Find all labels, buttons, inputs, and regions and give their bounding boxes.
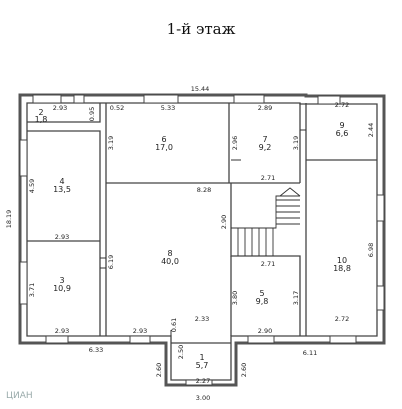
dim-r1-height-out-right: 2.60 [240,363,248,377]
dim-r6-width: 5.33 [161,104,175,112]
dim-r3-height: 3.71 [28,283,36,297]
dim-r4-width: 2.93 [55,233,69,241]
dim-r1-width: 2.27 [196,377,210,385]
dim-r1-height-out-left: 2.60 [155,363,163,377]
dim-r5-height-left: 3.80 [231,291,239,305]
room-labels: 2 1,8 4 13,5 3 10,9 6 17,0 7 9,2 9 6,6 8… [35,108,351,370]
dim-r3-width: 2.93 [55,327,69,335]
outer-walls [18,93,386,387]
windows [19,94,385,386]
dim-r2-stub: 0.52 [110,104,124,112]
room-3-number: 3 [59,276,64,285]
room-1-area: 5,7 [196,361,209,370]
staircase [231,187,301,256]
dim-r7-height-right: 3.19 [292,136,300,150]
room-5-number: 5 [259,289,264,298]
dim-r8-bottom: 2.93 [133,327,147,335]
room-7-number: 7 [262,135,267,144]
room-3-area: 10,9 [53,284,71,293]
dim-r8-stair: 2.90 [220,215,228,229]
dim-r2-width: 2.93 [53,104,67,112]
dim-overall-bottom-right: 6.11 [303,349,317,357]
dim-r1-bottom: 3.00 [196,394,210,402]
dim-r7-height-left: 2.96 [231,136,239,150]
room-1-number: 1 [199,353,204,362]
vertical-dimension-labels: 18.19 0.95 4.59 3.19 2.96 3.19 2.44 2.90… [5,107,375,377]
room-10-area: 18,8 [333,264,351,273]
room-8-area: 40,0 [161,257,179,266]
floor-title: 1-й этаж [166,20,236,38]
room-4-number: 4 [59,177,64,186]
dim-overall-bottom: 6.33 [89,346,103,354]
room-10-number: 10 [337,256,347,265]
room-6-number: 6 [161,135,166,144]
dim-r8-step: 0.61 [170,318,178,332]
dim-r10-width: 2.72 [335,315,349,323]
room-8-number: 8 [167,249,172,258]
dim-r6-height: 3.19 [107,136,115,150]
dim-r1-height-left: 2.50 [177,345,185,359]
dim-r5-height-right: 3.17 [292,291,300,305]
dim-r9-width: 2.72 [335,101,349,109]
dim-overall-top: 15.44 [191,85,210,93]
room-9-area: 6,6 [336,129,349,138]
dim-r9-height: 2.44 [367,123,375,137]
dim-r7-width: 2.89 [258,104,272,112]
inner-walls [26,102,378,381]
room-9-number: 9 [339,121,344,130]
dim-r1-top: 2.33 [195,315,209,323]
dim-overall-left: 18.19 [5,210,13,229]
room-2-area: 1,8 [35,115,48,124]
dim-r5-top: 2.71 [261,260,275,268]
doors [100,129,306,336]
dim-r10-height: 6.98 [367,243,375,257]
dimension-labels: 15.44 2.93 0.52 5.33 2.89 2.72 8.28 2.71… [53,85,349,402]
dim-r7-bottom: 2.71 [261,174,275,182]
watermark-logo: ЦИАН [6,391,33,401]
room-7-area: 9,2 [259,143,272,152]
room-4-area: 13,5 [53,185,71,194]
dim-r4-height: 4.59 [28,179,36,193]
dim-r8-height: 6.19 [107,255,115,269]
room-2-number: 2 [38,108,43,117]
room-5-area: 9,8 [256,297,269,306]
room-6-area: 17,0 [155,143,173,152]
dim-r5-width: 2.90 [258,327,272,335]
dim-r2-height: 0.95 [88,107,96,121]
dim-r8-width: 8.28 [197,186,211,194]
